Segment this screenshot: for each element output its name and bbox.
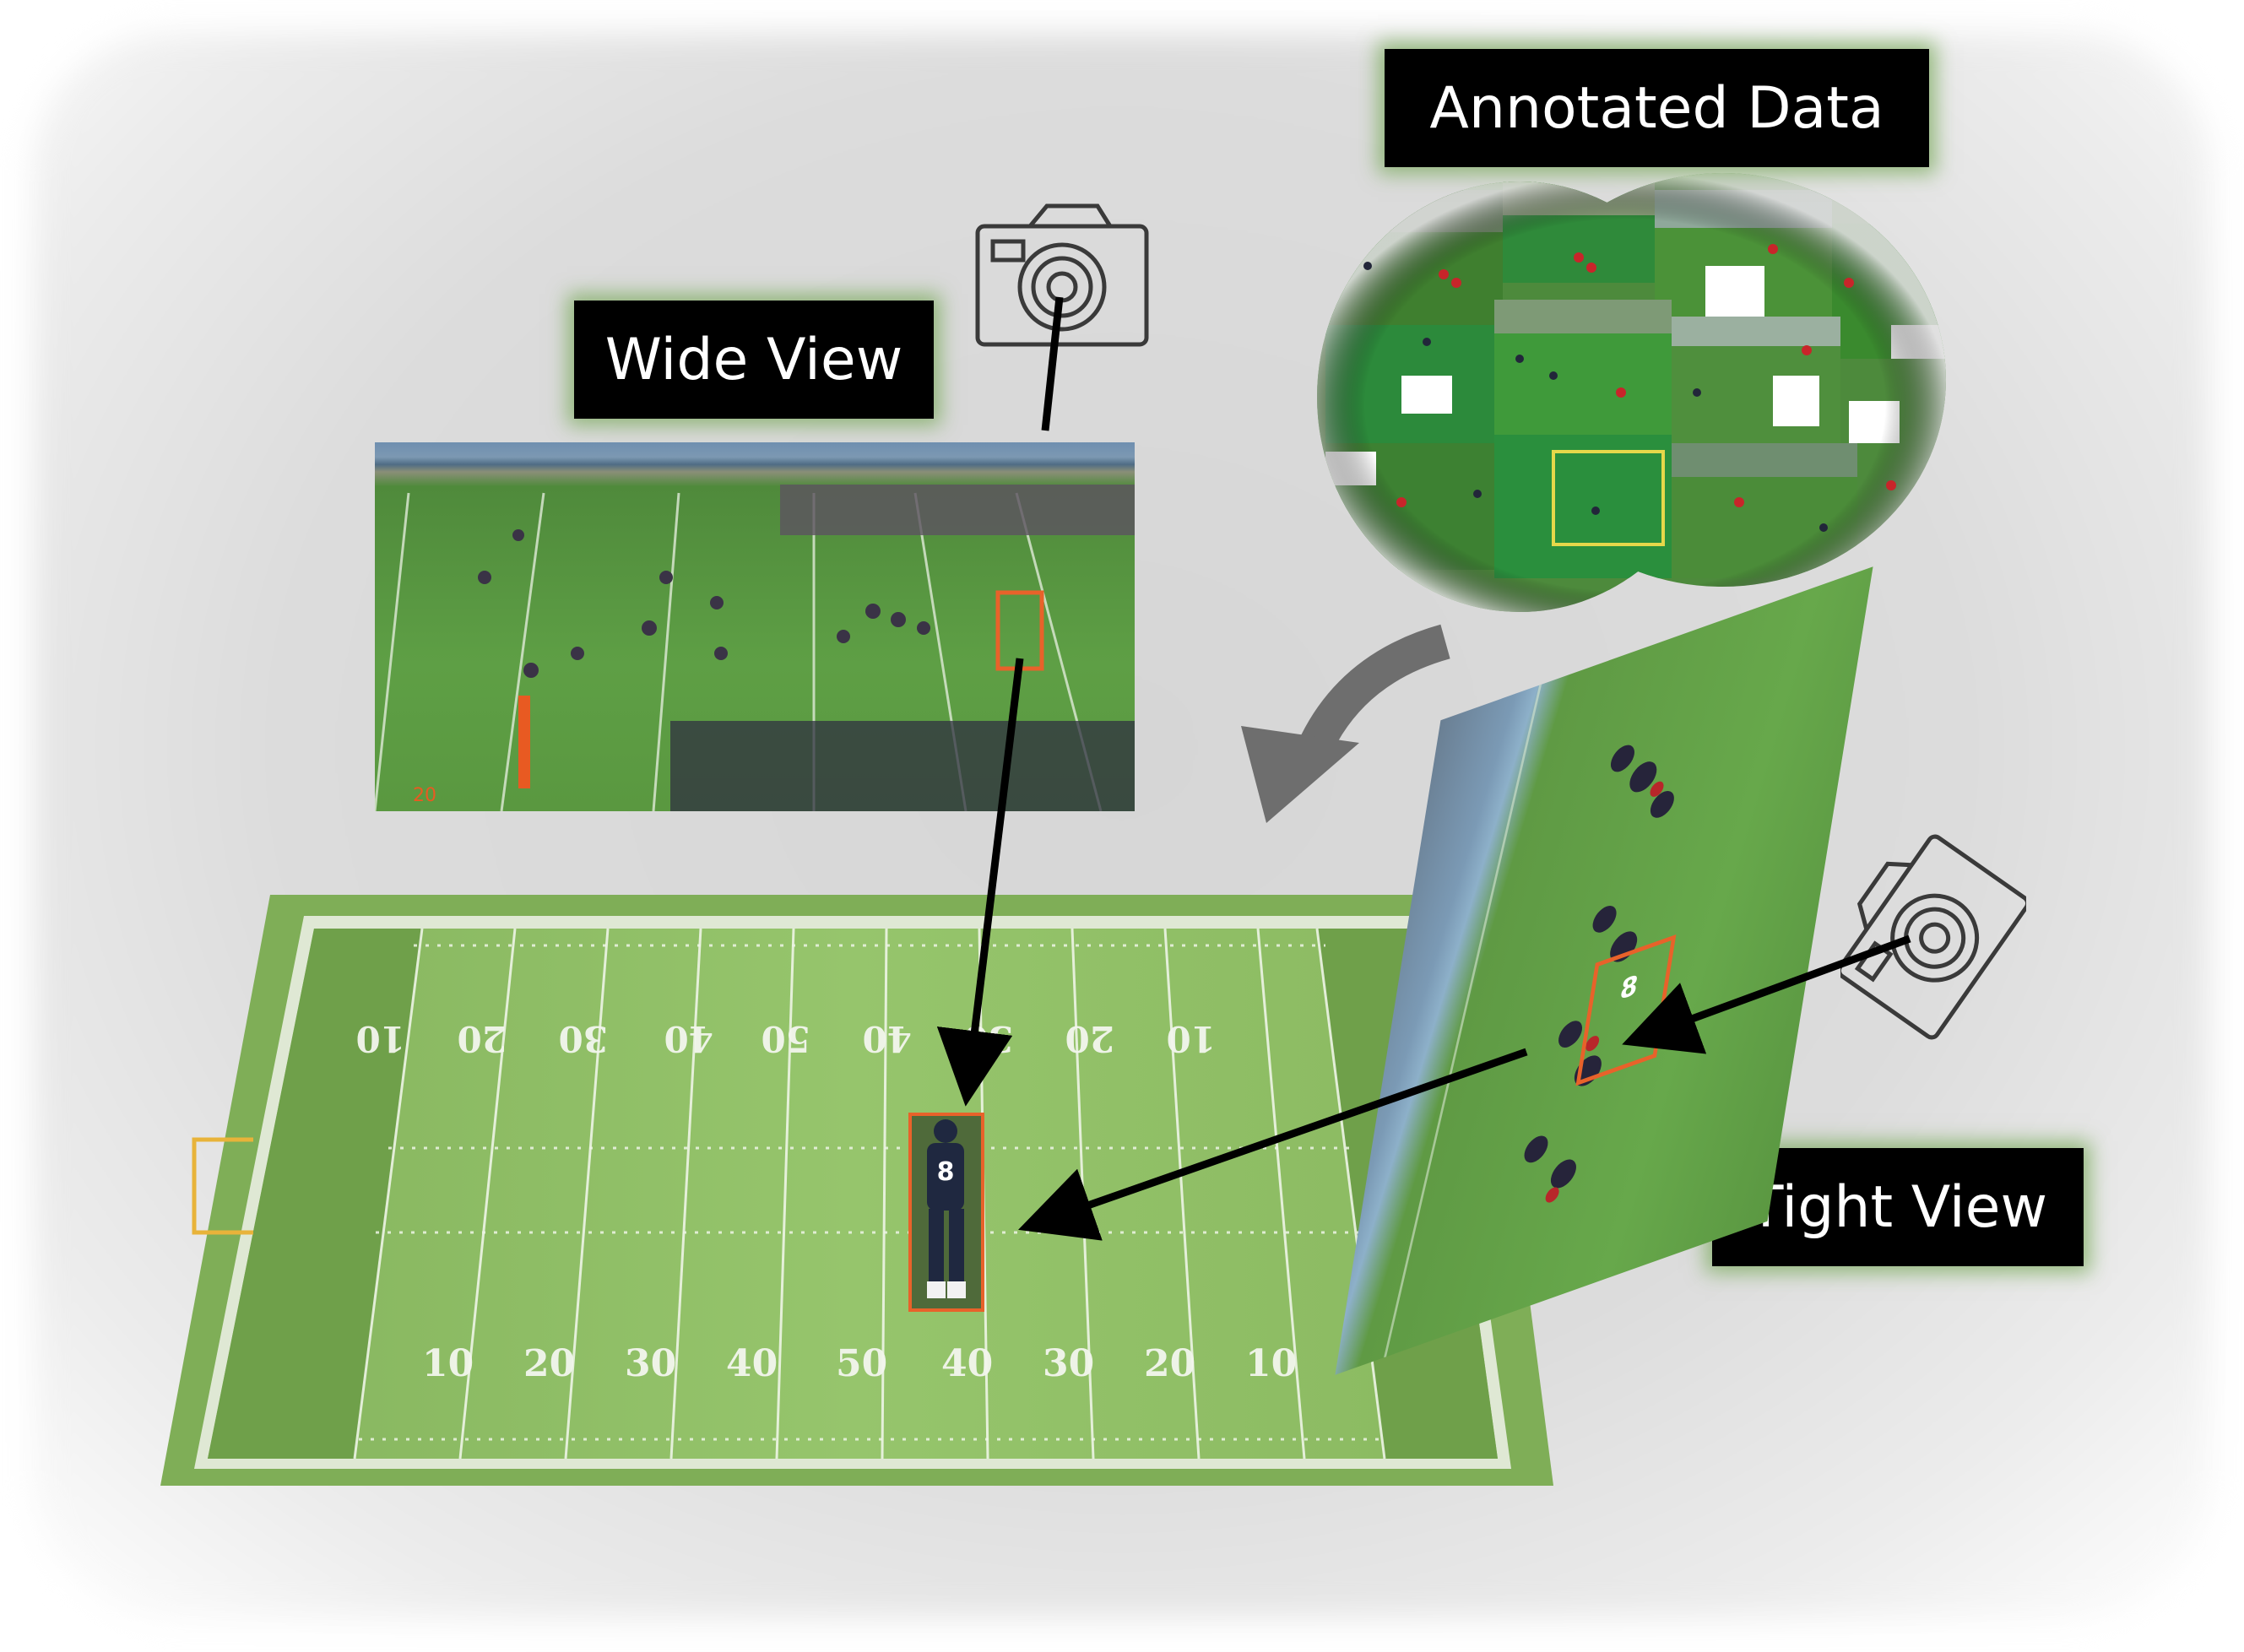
annotated-data-label: Annotated Data	[1385, 49, 1929, 167]
field-bottom-number: 40	[726, 1342, 778, 1385]
field-top-number: 40	[863, 1018, 912, 1059]
player-cutout: 8	[908, 1113, 984, 1312]
field-bottom-number: 20	[523, 1342, 575, 1385]
field-top-number: 10	[1167, 1018, 1216, 1059]
camera-icon	[1840, 834, 2026, 1040]
wide-view-image: 20	[375, 442, 1135, 811]
field-top-number: 30	[964, 1018, 1013, 1059]
field-bottom-number: 40	[941, 1342, 993, 1385]
field-bottom-number: 10	[422, 1342, 474, 1385]
wide-player-highlight-box	[995, 590, 1044, 671]
camera-icon	[975, 203, 1149, 347]
field-top-number: 10	[356, 1018, 405, 1059]
wide-marker: 20	[413, 785, 436, 806]
player-number: 8	[937, 1157, 955, 1187]
field-top-number: 40	[664, 1018, 713, 1059]
football-field: 10 20 30 40 50 40 30 20 10 10 20 30 40 5…	[160, 895, 1553, 1486]
field-top-number: 30	[559, 1018, 608, 1059]
field-bottom-number: 10	[1245, 1342, 1297, 1385]
field-top-number: 20	[458, 1018, 507, 1059]
field-bottom-number: 20	[1144, 1342, 1195, 1385]
field-top-number: 50	[762, 1018, 810, 1059]
field-bottom-number: 50	[836, 1342, 887, 1385]
field-bottom-number: 30	[625, 1342, 676, 1385]
wide-view-label: Wide View	[574, 301, 934, 419]
field-top-number: 20	[1065, 1018, 1114, 1059]
tight-player-number: 8	[1618, 968, 1640, 1007]
tight-view-label: Tight View	[1712, 1148, 2084, 1266]
annotated-data-collage	[1300, 173, 1950, 637]
field-bottom-number: 30	[1043, 1342, 1094, 1385]
